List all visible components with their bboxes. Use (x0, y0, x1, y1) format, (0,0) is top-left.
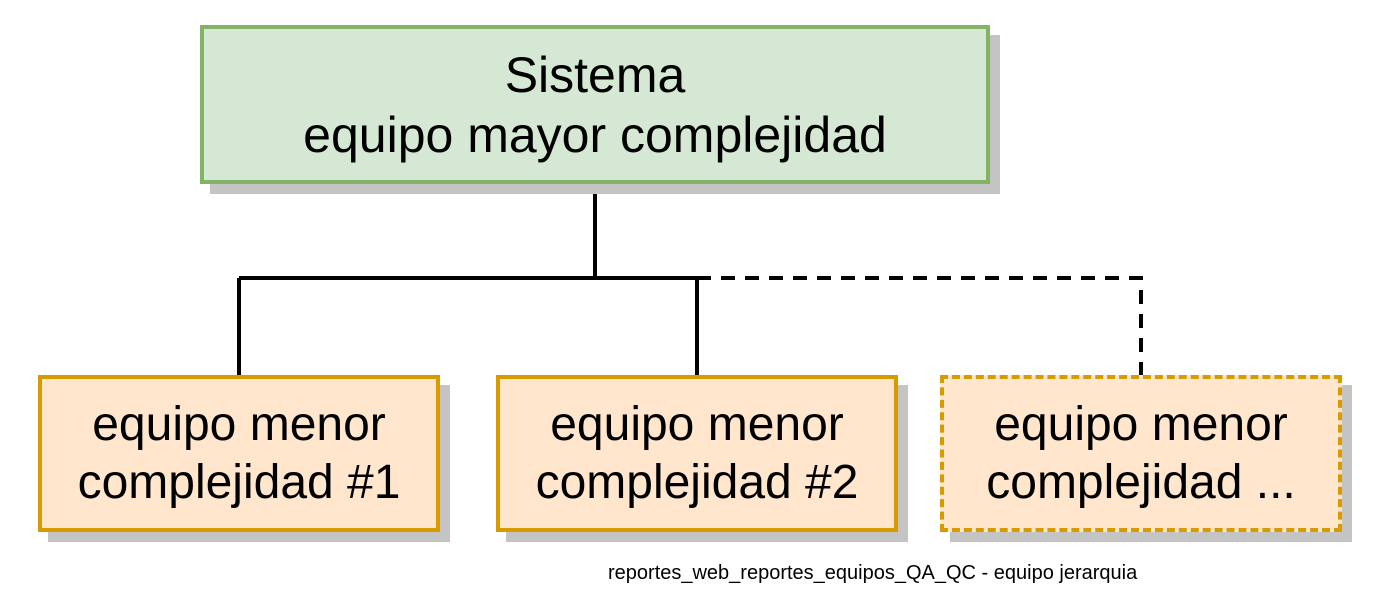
root-node-sistema: Sistema equipo mayor complejidad (200, 25, 990, 184)
child-node-more: equipo menor complejidad ... (940, 375, 1342, 532)
child-3-dashed-connector (697, 276, 1143, 375)
child-node-1: equipo menor complejidad #1 (38, 375, 440, 532)
child-node-2: equipo menor complejidad #2 (496, 375, 898, 532)
child-node-2-line1: equipo menor (550, 397, 844, 451)
child-node-more-line1: equipo menor (994, 397, 1288, 451)
diagram-caption: reportes_web_reportes_equipos_QA_QC - eq… (608, 562, 1138, 584)
root-node-title: Sistema (504, 46, 686, 103)
child-node-1-line1: equipo menor (92, 397, 386, 451)
child-node-2-line2: complejidad #2 (535, 455, 859, 509)
child-node-more-line2: complejidad ... (986, 455, 1296, 509)
child-node-1-line2: complejidad #1 (77, 455, 401, 509)
root-node-subtitle: equipo mayor complejidad (303, 106, 887, 163)
